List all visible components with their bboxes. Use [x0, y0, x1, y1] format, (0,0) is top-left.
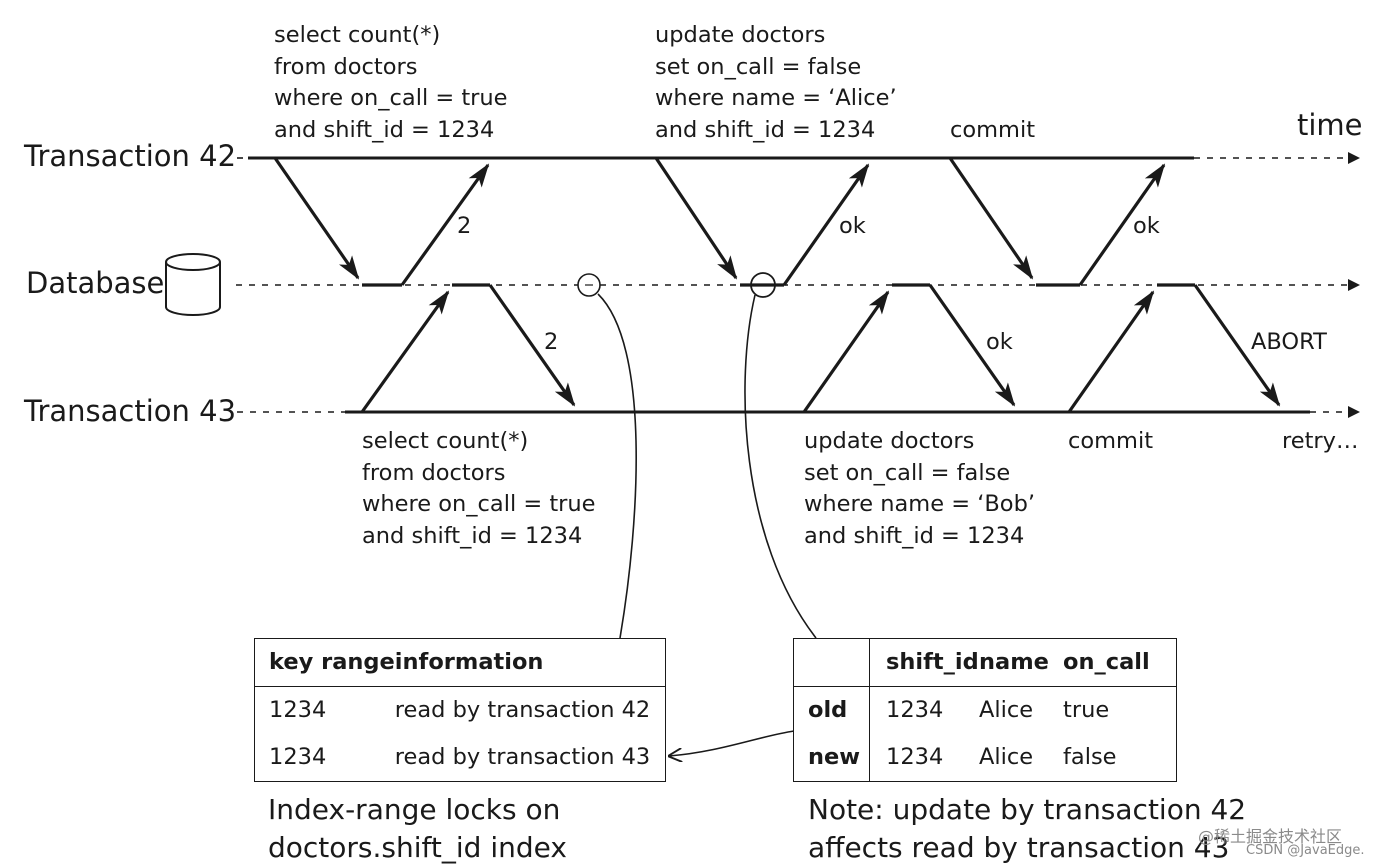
update-col-shift-id: shift_id: [886, 649, 979, 676]
table-row: 1234 read by transaction 42: [255, 686, 665, 733]
table-cell: Alice: [979, 744, 1034, 771]
database-label: Database: [26, 266, 165, 300]
database-lane: [236, 279, 1360, 291]
t42-update-roundtrip: [654, 157, 870, 287]
update-marker: [750, 272, 776, 298]
t43-commit-roundtrip: [1067, 283, 1281, 413]
t43-select-query: select count(*) from doctors where on_ca…: [362, 428, 596, 549]
table-row: 1234 read by transaction 43: [255, 734, 665, 781]
watermark-line-1: @稀土掘金技术社区: [1198, 827, 1343, 846]
table-cell: 1234: [886, 697, 944, 724]
update-note-caption: Note: update by transaction 42 affects r…: [808, 793, 1247, 864]
row-label-old: old: [794, 686, 870, 734]
update-col-name: name: [979, 649, 1049, 676]
t43-select-roundtrip: [360, 283, 576, 413]
transaction-43-label: Transaction 43: [24, 394, 237, 428]
table-cell: 1234: [269, 744, 327, 771]
t43-update-ok: ok: [986, 329, 1013, 355]
t42-update-query: update doctors set on_call = false where…: [655, 22, 897, 143]
index-locks-table: key range information 1234 read by trans…: [254, 638, 666, 782]
t42-update-ok: ok: [839, 213, 866, 239]
t43-update-query: update doctors set on_call = false where…: [804, 428, 1036, 549]
index-col-information: information: [394, 649, 544, 676]
t43-retry-label: retry…: [1282, 428, 1359, 454]
t43-abort-response: ABORT: [1251, 329, 1327, 355]
transaction-43-lane: [237, 406, 1360, 418]
index-col-key-range: key range: [269, 649, 395, 676]
table-cell: read by transaction 43: [394, 744, 651, 771]
affects-arrow: [669, 730, 795, 756]
table-cell: true: [1063, 697, 1110, 724]
t42-commit-roundtrip: [948, 157, 1166, 287]
table-row: new 1234 Alice false: [794, 733, 1176, 781]
t43-count-response: 2: [544, 329, 559, 355]
transaction-42-label: Transaction 42: [24, 139, 237, 173]
t42-select-query: select count(*) from doctors where on_ca…: [274, 22, 508, 143]
table-cell: 1234: [886, 744, 944, 771]
time-label: time: [1297, 108, 1363, 142]
t42-commit-ok: ok: [1133, 213, 1160, 239]
update-connector: [744, 294, 817, 639]
t42-count-response: 2: [457, 213, 472, 239]
watermark-line-2: CSDN @JavaEdge.: [1246, 843, 1365, 858]
table-cell: false: [1063, 744, 1117, 771]
table-cell: read by transaction 42: [394, 697, 651, 724]
database-icon: [165, 253, 221, 316]
update-table: shift_id name on_call old 1234 Alice tru…: [793, 638, 1177, 782]
row-label-new: new: [794, 733, 870, 781]
transaction-42-lane: [237, 152, 1360, 164]
table-cell: 1234: [269, 697, 327, 724]
table-row: old 1234 Alice true: [794, 686, 1176, 734]
t43-commit-label: commit: [1068, 428, 1154, 454]
update-col-blank: [794, 639, 870, 687]
t42-select-roundtrip: [273, 157, 490, 287]
table-cell: Alice: [979, 697, 1034, 724]
t43-update-roundtrip: [802, 283, 1016, 413]
index-lock-connector: [597, 293, 637, 639]
t42-commit-label: commit: [950, 117, 1036, 143]
index-locks-caption: Index-range locks on doctors.shift_id in…: [268, 793, 567, 864]
update-col-on-call: on_call: [1063, 649, 1150, 676]
